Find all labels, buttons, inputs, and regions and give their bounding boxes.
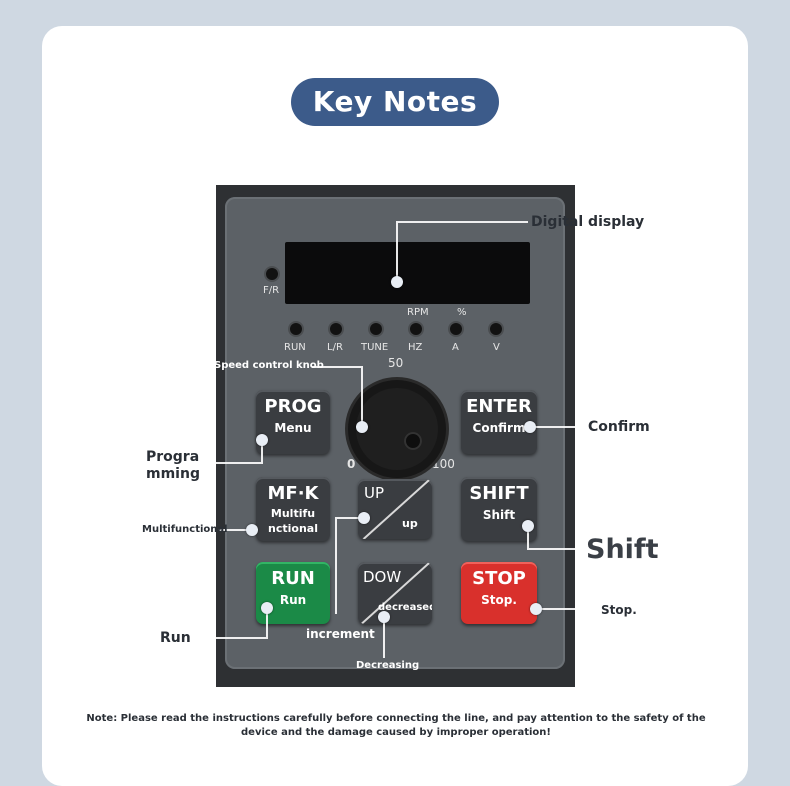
callout-pin-up — [358, 512, 370, 524]
down-key[interactable]: DOW decreased — [358, 562, 432, 624]
safety-note: Note: Please read the instructions caref… — [86, 713, 706, 738]
fr-label: F/R — [263, 285, 280, 296]
led-v — [490, 323, 502, 335]
led-lr — [330, 323, 342, 335]
digital-display — [285, 242, 530, 304]
speed-control-knob[interactable] — [348, 380, 446, 478]
callout-multifunctional: Multifunctional — [142, 524, 228, 535]
indicator-label-v: V — [493, 342, 500, 353]
stop-key-sublabel: Stop. — [481, 593, 517, 607]
callout-lines — [218, 221, 528, 658]
up-key[interactable]: UP up — [358, 479, 432, 539]
callout-confirm: Confirm — [588, 419, 650, 435]
callout-shift: Shift — [586, 534, 659, 565]
knob-center — [404, 432, 422, 450]
knob-max-label: 100 — [432, 457, 455, 471]
callout-run: Run — [160, 630, 191, 646]
mfk-key[interactable]: MF·K Multifu nctional — [256, 477, 330, 541]
callout-programming: Progra mming — [146, 449, 200, 482]
callout-digital-display: Digital display — [531, 214, 645, 230]
indicator-label-tune: TUNE — [361, 342, 389, 353]
shift-key[interactable]: SHIFT Shift — [461, 477, 537, 541]
callout-increment: increment — [306, 627, 375, 641]
stop-key-label: STOP — [472, 568, 526, 589]
up-key-label: UP — [364, 484, 385, 502]
knob-grip — [356, 388, 438, 470]
led-tune — [370, 323, 382, 335]
percent-group-label: % — [457, 307, 467, 318]
enter-key-label: ENTER — [466, 396, 532, 417]
prog-key-sublabel: Menu — [274, 421, 312, 435]
callout-decreasing: Decreasing — [356, 660, 420, 671]
callout-stop: Stop. — [601, 603, 637, 617]
callout-pin-prog — [256, 434, 268, 446]
callout-pin-down — [378, 611, 390, 623]
down-key-sublabel: decreased — [378, 602, 432, 613]
callout-pin-stop — [530, 603, 542, 615]
enter-key-sublabel: Confirm — [472, 421, 526, 435]
down-key-label: DOW — [363, 568, 402, 586]
callout-pin-display — [391, 276, 403, 288]
indicator-label-a: A — [452, 342, 459, 353]
mfk-key-label: MF·K — [267, 483, 319, 504]
led-run — [290, 323, 302, 335]
rpm-group-label: RPM — [407, 307, 429, 318]
knob-mid-label: 50 — [388, 356, 404, 370]
led-hz — [410, 323, 422, 335]
callout-pin-run — [261, 602, 273, 614]
callout-pin-shift — [522, 520, 534, 532]
enter-key[interactable]: ENTER Confirm — [461, 390, 537, 454]
page-title: Key Notes — [291, 78, 499, 126]
callout-speed-knob: Speed control knob — [214, 360, 324, 371]
prog-key-label: PROG — [264, 396, 322, 417]
mfk-key-sublabel: Multifu nctional — [268, 507, 318, 535]
indicator-label-run: RUN — [284, 342, 306, 353]
shift-key-label: SHIFT — [469, 483, 529, 504]
run-key-sublabel: Run — [279, 593, 307, 607]
stop-key[interactable]: STOP Stop. — [461, 562, 537, 624]
knob-min-label: 0 — [347, 457, 356, 471]
fr-led — [266, 268, 278, 280]
shift-key-sublabel: Shift — [482, 508, 516, 522]
up-key-sublabel: up — [402, 517, 418, 530]
callout-pin-mfk — [246, 524, 258, 536]
led-a — [450, 323, 462, 335]
callout-pin-knob — [356, 421, 368, 433]
indicator-label-hz: HZ — [408, 342, 423, 353]
prog-key[interactable]: PROG Menu — [256, 390, 330, 454]
indicator-label-lr: L/R — [327, 342, 343, 353]
run-key-label: RUN — [271, 568, 315, 589]
callout-pin-confirm — [524, 421, 536, 433]
